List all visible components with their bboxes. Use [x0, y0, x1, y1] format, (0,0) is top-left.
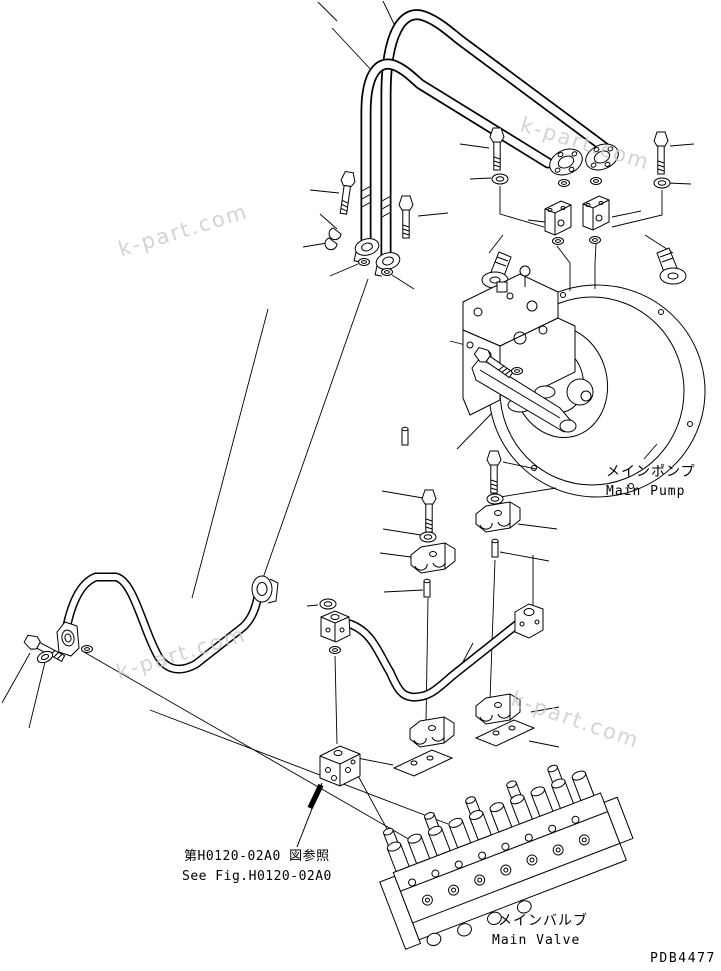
hex-bolt: [335, 170, 357, 216]
part-number: PDB4477: [650, 951, 716, 966]
pipe-clamp: [410, 542, 456, 574]
middle-pipe-assembly: [319, 598, 544, 702]
valve-cap: [406, 831, 431, 865]
main-valve-label-en: Main Valve: [492, 933, 581, 948]
junction-block: [319, 745, 361, 787]
clamp-plate: [393, 749, 453, 777]
hex-bolt: [398, 195, 414, 239]
o-ring: [558, 179, 570, 187]
o-ring: [358, 258, 370, 266]
pipe-hatch-marks: [361, 185, 392, 218]
main-pump-label-en: Main Pump: [606, 484, 686, 499]
clip: [324, 237, 338, 251]
o-ring: [381, 268, 393, 276]
flange-block: [582, 195, 610, 231]
o-ring: [590, 177, 602, 185]
pin: [423, 578, 431, 598]
pipe-clamp: [475, 501, 521, 533]
pipe-flange: [56, 621, 80, 657]
pipe-flange: [251, 575, 279, 604]
washer: [491, 173, 509, 185]
pipe-clamp: [409, 716, 455, 748]
o-ring: [552, 237, 564, 245]
clamp-plate: [475, 719, 535, 747]
washer: [319, 598, 337, 610]
hex-bolt: [421, 489, 437, 533]
clip: [328, 227, 342, 241]
main-valve-label-jp: メインバルブ: [498, 913, 588, 929]
hex-bolt: [489, 127, 505, 171]
reference-arrow: [296, 782, 324, 848]
main-valve-drawing: [379, 762, 634, 950]
valve-cap: [380, 825, 410, 872]
hex-bolt: [653, 131, 669, 175]
pipe-end-block: [514, 603, 544, 639]
flange-block: [544, 200, 572, 236]
lower-left-pipe-assembly: [22, 572, 279, 674]
valve-cap: [529, 784, 554, 817]
o-ring: [81, 645, 93, 653]
washer: [419, 531, 437, 543]
valve-cap: [447, 816, 472, 849]
washer: [486, 493, 504, 505]
upper-hardware: [324, 127, 687, 289]
reference-note-jp: 第H0120-02A0 図参照: [184, 849, 330, 864]
washer: [653, 177, 671, 189]
o-ring: [589, 236, 601, 244]
upper-pipe-assembly: [348, 9, 623, 279]
elbow-block: [320, 610, 351, 643]
pin: [401, 426, 409, 446]
o-ring: [511, 367, 523, 375]
main-pump-drawing: [462, 265, 706, 498]
valve-cap: [488, 800, 513, 833]
o-ring: [329, 646, 341, 654]
reference-note-en: See Fig.H0120-02A0: [182, 869, 332, 884]
middle-hardware: [401, 426, 521, 598]
main-pump-label-jp: メインポンプ: [606, 464, 696, 480]
pin: [491, 538, 499, 558]
valve-cap: [570, 768, 595, 802]
hex-bolt: [486, 450, 502, 494]
elbow-fitting: [656, 247, 687, 285]
